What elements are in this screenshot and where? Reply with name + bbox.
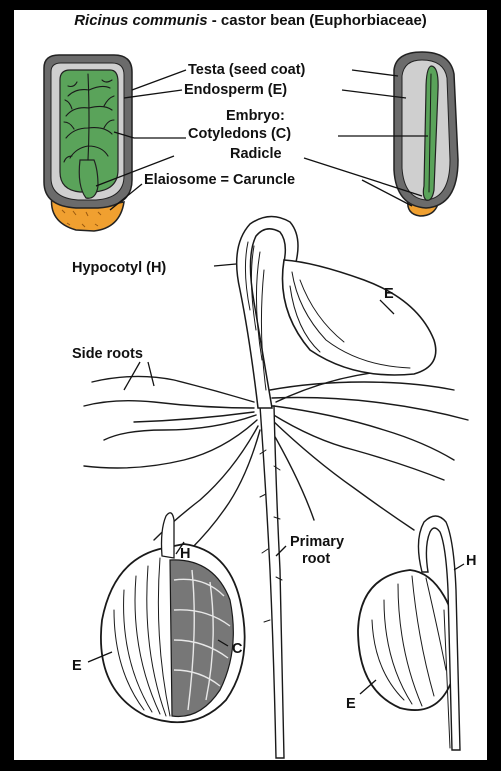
seed-lower-right	[358, 516, 460, 750]
label-e-left: E	[72, 658, 82, 674]
label-testa: Testa (seed coat)	[188, 62, 306, 78]
label-h-left: H	[180, 546, 190, 562]
seed-lower-left	[101, 513, 245, 722]
label-c-left: C	[232, 641, 243, 657]
label-embryo: Embryo:	[226, 108, 285, 124]
label-elaiosome: Elaiosome = Caruncle	[144, 172, 295, 188]
label-side-roots: Side roots	[72, 346, 143, 362]
label-h-right: H	[466, 553, 476, 569]
seed-section-left	[44, 55, 132, 231]
castor-bean-illustration: Testa (seed coat) Endosperm (E) Embryo: …	[14, 10, 487, 760]
lower-left-hypocotyl	[162, 513, 175, 558]
label-radicle: Radicle	[230, 146, 282, 162]
label-cotyledons: Cotyledons (C)	[188, 126, 291, 142]
label-primary-root-line1: Primary	[290, 534, 344, 550]
label-hypocotyl: Hypocotyl (H)	[72, 260, 166, 276]
diagram-panel: Ricinus communis - castor bean (Euphorbi…	[14, 10, 487, 760]
primary-root-drawing	[260, 406, 284, 758]
lower-right-seed-body	[358, 570, 457, 710]
label-e-seedling: E	[384, 286, 394, 302]
label-primary-root-line2: root	[302, 551, 330, 567]
label-e-right: E	[346, 696, 356, 712]
seed-section-right	[394, 52, 458, 216]
label-endosperm: Endosperm (E)	[184, 82, 287, 98]
